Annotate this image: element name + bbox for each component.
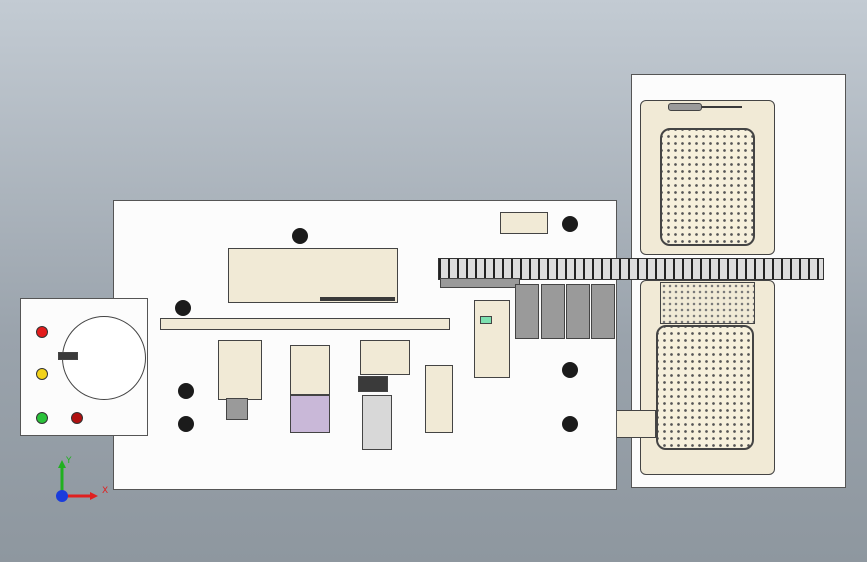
z-axis [56,490,68,502]
mid-belt [660,282,755,324]
station-press [218,340,262,400]
x-axis-label: X [102,486,109,496]
station-motor [360,340,410,375]
mounting-hole [562,216,578,232]
storage-module-3 [566,284,590,339]
mounting-hole [292,228,308,244]
vertical-feeder [474,300,510,378]
rotary-fixture [58,352,78,360]
y-axis-label: Y [66,456,72,466]
mounting-hole [178,383,194,399]
station-cylinder [425,365,453,433]
red-indicator [36,326,48,338]
mounting-hole [562,362,578,378]
storage-module-4 [591,284,615,339]
rail-bracket [440,278,520,288]
mounting-hole [562,416,578,432]
lower-tray [656,325,754,450]
motor-gearbox [362,395,392,450]
gantry-slider [320,297,395,301]
triad-icon [56,460,98,502]
feeder-cylinder [668,103,702,111]
green-indicator[interactable] [36,412,48,424]
mounting-hole [178,416,194,432]
storage-module-2 [541,284,565,339]
gripper-jaws [290,395,330,433]
gantry-beam [228,248,398,303]
mounting-hole [175,300,191,316]
servo-motor [358,376,388,392]
feeder-cylinder-rod [702,106,742,108]
transfer-rail [160,318,450,330]
station-gripper [290,345,330,395]
upper-tray [660,128,755,246]
red-button[interactable] [71,412,83,424]
linear-feed-rail [438,258,824,280]
storage-module-1 [515,284,539,339]
top-pneumatic-block [500,212,548,234]
feeder-sensor [480,316,492,324]
station-press-motor [226,398,248,420]
yellow-indicator [36,368,48,380]
